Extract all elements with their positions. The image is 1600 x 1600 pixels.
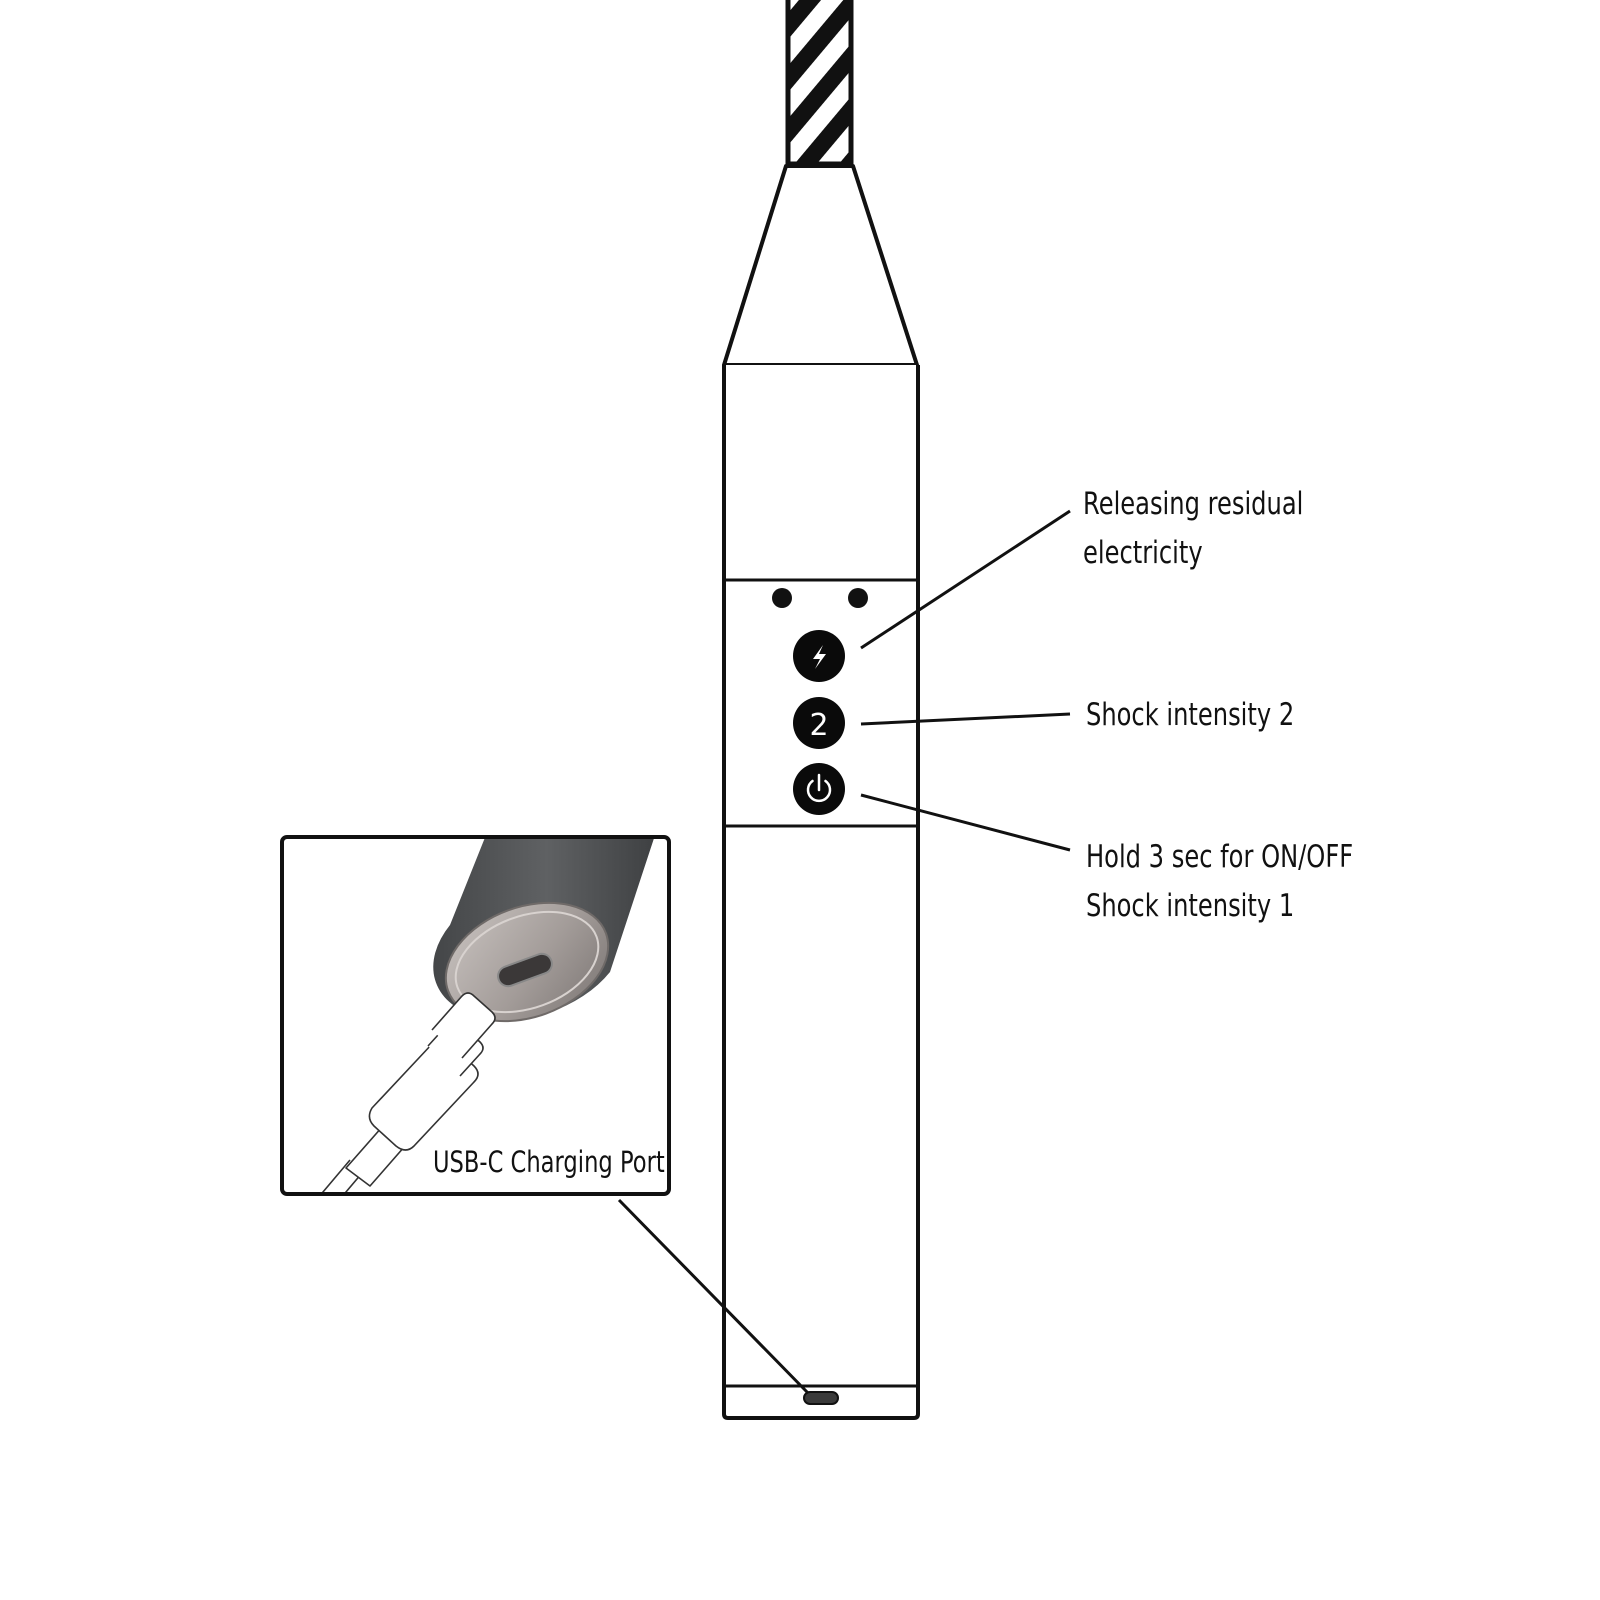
charging-port-slot xyxy=(803,1391,839,1405)
device-handle xyxy=(722,365,920,1420)
power-icon xyxy=(806,773,832,803)
leader-lines xyxy=(617,509,1071,1395)
callout-residual-line-1: Releasing residual xyxy=(1083,485,1303,522)
usb-c-receptacle xyxy=(497,952,553,988)
electrode-dot-left xyxy=(772,588,792,608)
intensity-2-button[interactable]: 2 xyxy=(793,697,845,749)
callout-residual: Releasing residual electricity xyxy=(1083,485,1303,571)
device-end-render xyxy=(433,837,660,1023)
electrode-dot-right xyxy=(848,588,868,608)
residual-discharge-button[interactable] xyxy=(793,630,845,682)
callout-power-line-1: Hold 3 sec for ON/OFF xyxy=(1086,838,1353,875)
striped-shaft xyxy=(785,0,854,167)
callout-residual-line-2: electricity xyxy=(1083,534,1203,571)
usb-c-inset: USB-C Charging Port xyxy=(280,835,671,1196)
callout-intensity-2-line-1: Shock intensity 2 xyxy=(1086,696,1294,733)
inset-label: USB-C Charging Port xyxy=(433,1146,665,1179)
power-button[interactable] xyxy=(793,763,845,815)
device-neck xyxy=(722,164,919,367)
lightning-icon xyxy=(813,645,826,669)
intensity-2-glyph: 2 xyxy=(809,708,828,743)
callout-intensity-2: Shock intensity 2 xyxy=(1086,696,1294,733)
callout-power-line-2: Shock intensity 1 xyxy=(1086,887,1294,924)
callout-power: Hold 3 sec for ON/OFF Shock intensity 1 xyxy=(1086,838,1353,924)
usb-c-cable xyxy=(311,992,496,1194)
